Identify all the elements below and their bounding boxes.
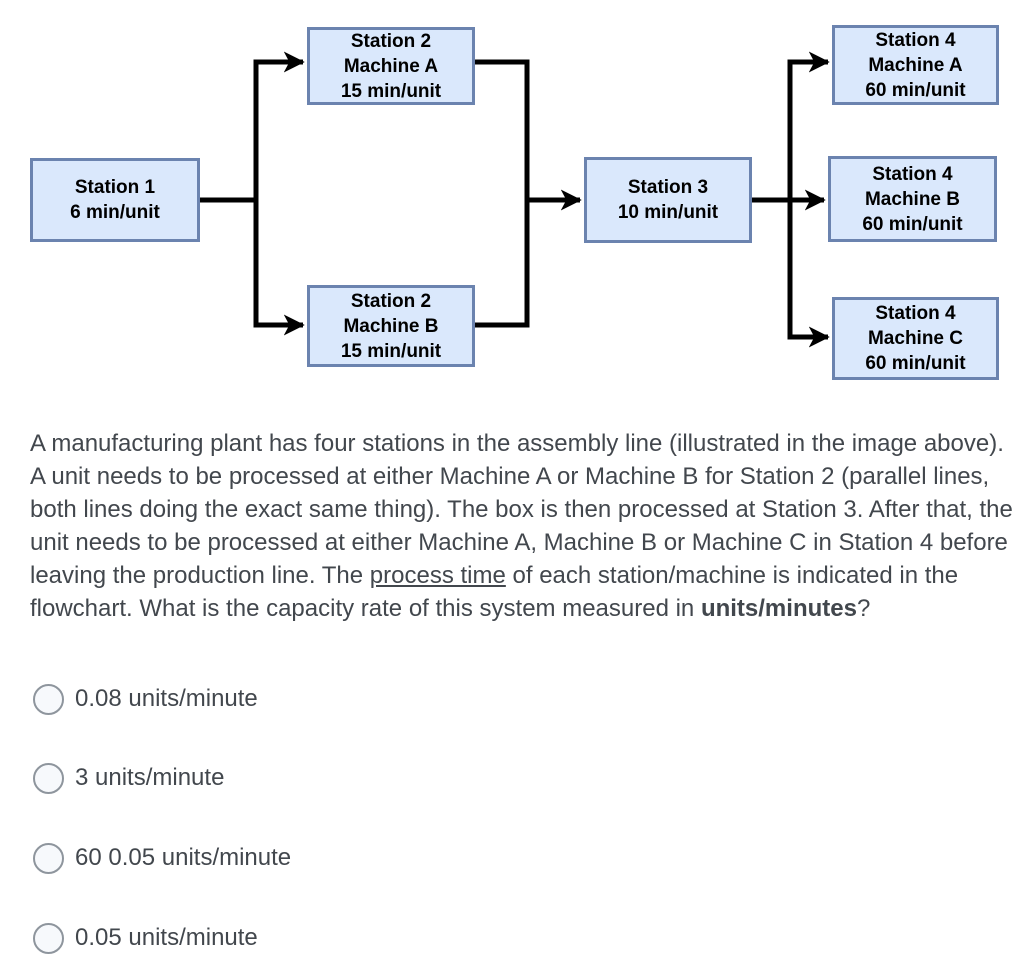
radio-button-icon[interactable] [33, 762, 64, 794]
node-machine: Machine A [343, 55, 439, 77]
flowchart-connector-lines [197, 51, 830, 348]
node-machine: Machine B [864, 188, 961, 210]
answer-option-0.05[interactable]: 0.05 units/minute [33, 922, 258, 954]
node-title: Station 1 [74, 177, 156, 198]
option-label: 0.05 units/minute [75, 924, 258, 951]
node-station-1: Station 1 6 min/unit [30, 158, 200, 242]
node-title: Station 3 [627, 177, 709, 198]
node-station-4-machine-b: Station 4 Machine B 60 min/unit [828, 156, 997, 242]
node-title: Station 4 [872, 163, 953, 185]
node-station-4-machine-a: Station 4 Machine A 60 min/unit [832, 25, 999, 105]
node-title: Station 2 [350, 290, 432, 312]
answer-option-3[interactable]: 3 units/minute [33, 762, 224, 794]
node-title: Station 2 [350, 30, 432, 52]
node-station-4-machine-c: Station 4 Machine C 60 min/unit [832, 297, 999, 380]
node-machine: Machine B [343, 315, 439, 337]
node-station-2-machine-a: Station 2 Machine A 15 min/unit [307, 27, 475, 105]
question-part-3: ? [856, 595, 871, 622]
question-text: A manufacturing plant has four stations … [30, 427, 1015, 625]
node-rate: 15 min/unit [340, 340, 442, 362]
radio-button-icon[interactable] [33, 922, 64, 954]
node-rate: 60 min/unit [865, 353, 966, 374]
node-machine: Machine C [867, 328, 964, 349]
question-part-1: A manufacturing plant has four stations … [30, 430, 1013, 589]
option-label: 3 units/minute [75, 764, 225, 791]
question-bold-units-minutes: units/minutes [700, 595, 857, 622]
answer-option-60-0.05[interactable]: 60 0.05 units/minute [33, 842, 291, 874]
node-rate: 60 min/unit [865, 79, 966, 101]
answer-option-0.08[interactable]: 0.08 units/minute [33, 683, 258, 715]
node-station-2-machine-b: Station 2 Machine B 15 min/unit [307, 285, 475, 367]
node-rate: 6 min/unit [70, 202, 160, 223]
assembly-line-flowchart: Station 1 6 min/unit Station 2 Machine A… [0, 0, 1024, 400]
radio-button-icon[interactable] [33, 683, 64, 715]
question-part-2: of each station/machine is indicated in … [30, 562, 959, 622]
node-title: Station 4 [875, 303, 956, 324]
node-rate: 10 min/unit [617, 202, 719, 223]
node-station-3: Station 3 10 min/unit [584, 157, 752, 243]
node-rate: 60 min/unit [862, 213, 963, 235]
node-rate: 15 min/unit [340, 80, 442, 102]
question-underlined-process-time: process time [369, 562, 506, 589]
node-title: Station 4 [875, 29, 956, 51]
option-label: 60 0.05 units/minute [75, 844, 292, 871]
radio-button-icon[interactable] [33, 842, 64, 874]
option-label: 0.08 units/minute [75, 685, 258, 712]
node-machine: Machine A [868, 54, 963, 76]
